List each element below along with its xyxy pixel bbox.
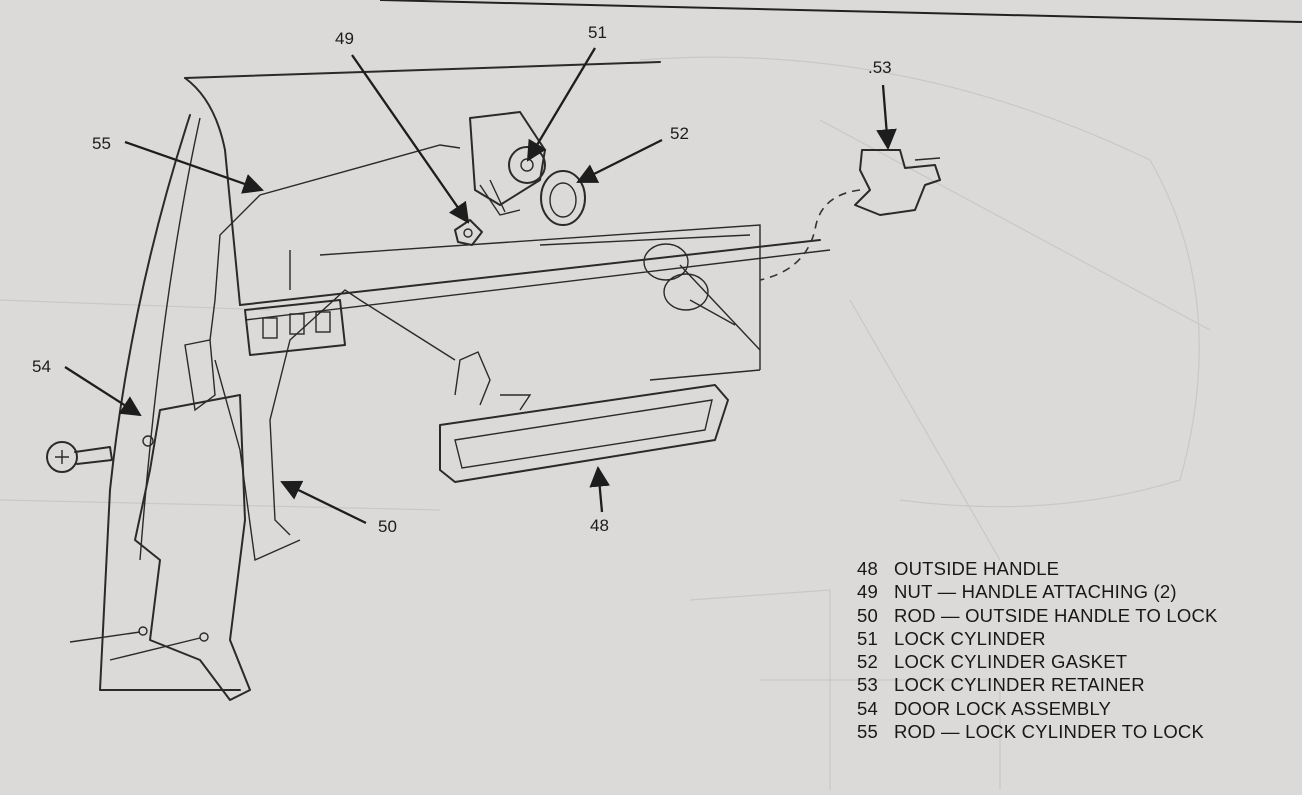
lock-cylinder-51 [469, 111, 546, 216]
lock-rod-55 [209, 144, 461, 341]
callout-50: 50 [378, 517, 397, 536]
legend-item-52: 52 LOCK CYLINDER GASKET [857, 650, 1297, 673]
callout-55: 55 [92, 134, 111, 153]
leader-arrows [64, 47, 897, 525]
legend-item-55: 55 ROD — LOCK CYLINDER TO LOCK [857, 720, 1297, 743]
leader-52 [576, 138, 663, 184]
show-through-ghost [0, 56, 1211, 790]
parts-legend: 48 OUTSIDE HANDLE 49 NUT — HANDLE ATTACHIN… [857, 557, 1297, 743]
legend-item-49: 49 NUT — HANDLE ATTACHING (2) [857, 580, 1297, 603]
leader-53 [876, 84, 897, 151]
legend-num: 49 [857, 581, 878, 603]
leader-50 [280, 480, 367, 525]
legend-text: DOOR LOCK ASSEMBLY [894, 697, 1112, 719]
leader-54 [64, 366, 142, 417]
legend-text: LOCK CYLINDER GASKET [894, 651, 1128, 673]
callout-54: 54 [32, 357, 51, 376]
callout-51: 51 [588, 23, 607, 42]
callout-52: 52 [670, 124, 689, 143]
legend-text: LOCK CYLINDER [894, 627, 1046, 649]
legend-num: 48 [857, 558, 878, 579]
leader-48 [589, 465, 610, 513]
lock-cylinder-retainer-53 [854, 149, 941, 216]
legend-num: 55 [857, 721, 878, 743]
legend-item-51: 51 LOCK CYLINDER [857, 627, 1297, 650]
legend-num: 54 [857, 697, 878, 719]
handle-nut-49 [454, 219, 483, 246]
outside-handle-48 [439, 351, 729, 483]
legend-text: NUT — HANDLE ATTACHING (2) [894, 581, 1177, 603]
leader-49 [351, 54, 470, 224]
screw [46, 435, 154, 473]
legend-item-53: 53 LOCK CYLINDER RETAINER [857, 673, 1297, 696]
handle-openings [643, 243, 761, 351]
legend-item-50: 50 ROD — OUTSIDE HANDLE TO LOCK [857, 604, 1297, 627]
leader-55 [124, 140, 264, 194]
legend-text: ROD — OUTSIDE HANDLE TO LOCK [894, 604, 1218, 626]
legend-item-48: 48 OUTSIDE HANDLE [857, 557, 1297, 580]
legend-num: 50 [857, 604, 878, 626]
legend-text: OUTSIDE HANDLE [894, 558, 1060, 579]
callout-53: .53 [868, 58, 892, 77]
legend-num: 53 [857, 674, 878, 696]
page-top-edge [379, 0, 1302, 23]
lock-cylinder-gasket-52 [540, 170, 586, 226]
outside-handle-rod-50 [269, 289, 456, 536]
legend-text: ROD — LOCK CYLINDER TO LOCK [894, 721, 1205, 743]
legend-text: LOCK CYLINDER RETAINER [894, 674, 1145, 696]
leader-51 [526, 47, 596, 162]
door-panel [99, 61, 831, 691]
fastener-lines [69, 626, 209, 661]
legend-num: 51 [857, 627, 878, 649]
callout-48: 48 [590, 516, 609, 535]
legend-num: 52 [857, 651, 878, 673]
retainer-dashed-path [759, 189, 861, 281]
legend-item-54: 54 DOOR LOCK ASSEMBLY [857, 697, 1297, 720]
callout-49: 49 [335, 29, 354, 48]
door-lock-assembly-54 [134, 299, 346, 701]
